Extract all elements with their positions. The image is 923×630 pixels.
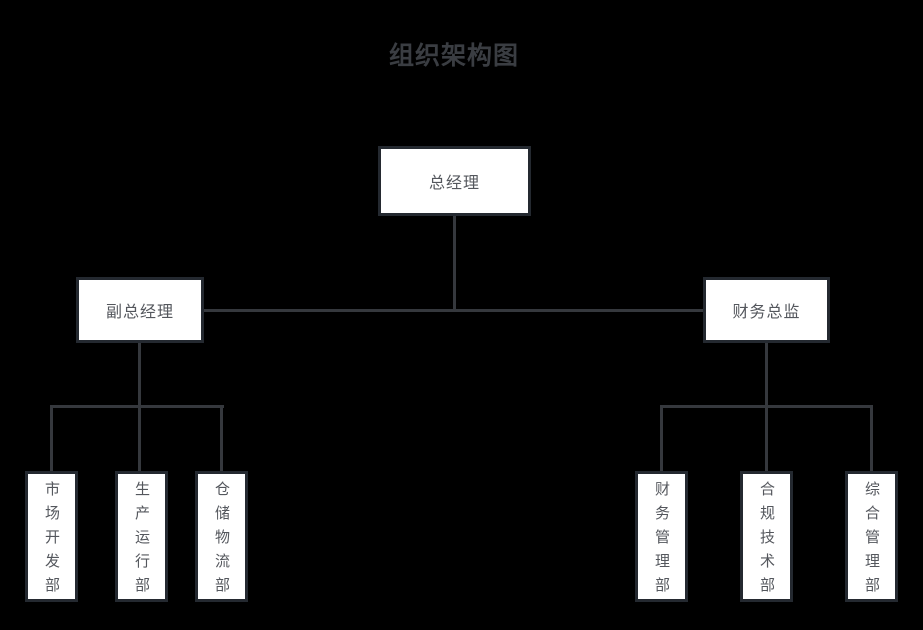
node-label: 副总经理 bbox=[105, 304, 174, 321]
connector-right-child-3 bbox=[870, 405, 873, 472]
node-label: 生产运行部 bbox=[133, 481, 150, 601]
node-label: 财务总监 bbox=[732, 304, 801, 321]
connector-left-child-2 bbox=[138, 405, 141, 472]
connector-main-horizontal bbox=[204, 309, 703, 312]
node-general-management-dept: 综合管理部 bbox=[845, 471, 898, 602]
connector-left-child-3 bbox=[220, 405, 223, 472]
connector-right-branch-stem bbox=[765, 340, 768, 407]
connector-left-distribution bbox=[50, 405, 224, 408]
node-finance-director: 财务总监 bbox=[703, 277, 830, 343]
node-label: 仓储物流部 bbox=[213, 481, 230, 601]
node-label: 财务管理部 bbox=[653, 481, 670, 601]
connector-left-branch-stem bbox=[138, 340, 141, 407]
connector-right-child-2 bbox=[765, 405, 768, 472]
node-production-operation-dept: 生产运行部 bbox=[115, 471, 168, 602]
node-general-manager: 总经理 bbox=[378, 146, 531, 216]
node-finance-management-dept: 财务管理部 bbox=[635, 471, 688, 602]
node-deputy-general-manager: 副总经理 bbox=[76, 277, 204, 343]
node-label: 总经理 bbox=[428, 175, 480, 192]
node-compliance-technology-dept: 合规技术部 bbox=[740, 471, 793, 602]
node-label: 合规技术部 bbox=[758, 481, 775, 601]
node-label: 市场开发部 bbox=[43, 481, 60, 601]
node-market-development-dept: 市场开发部 bbox=[25, 471, 78, 602]
node-label: 综合管理部 bbox=[863, 481, 880, 601]
connector-right-child-1 bbox=[660, 405, 663, 472]
connector-left-child-1 bbox=[50, 405, 53, 472]
connector-root-stem bbox=[453, 216, 456, 312]
chart-title: 组织架构图 bbox=[388, 42, 519, 70]
node-warehouse-logistics-dept: 仓储物流部 bbox=[195, 471, 248, 602]
